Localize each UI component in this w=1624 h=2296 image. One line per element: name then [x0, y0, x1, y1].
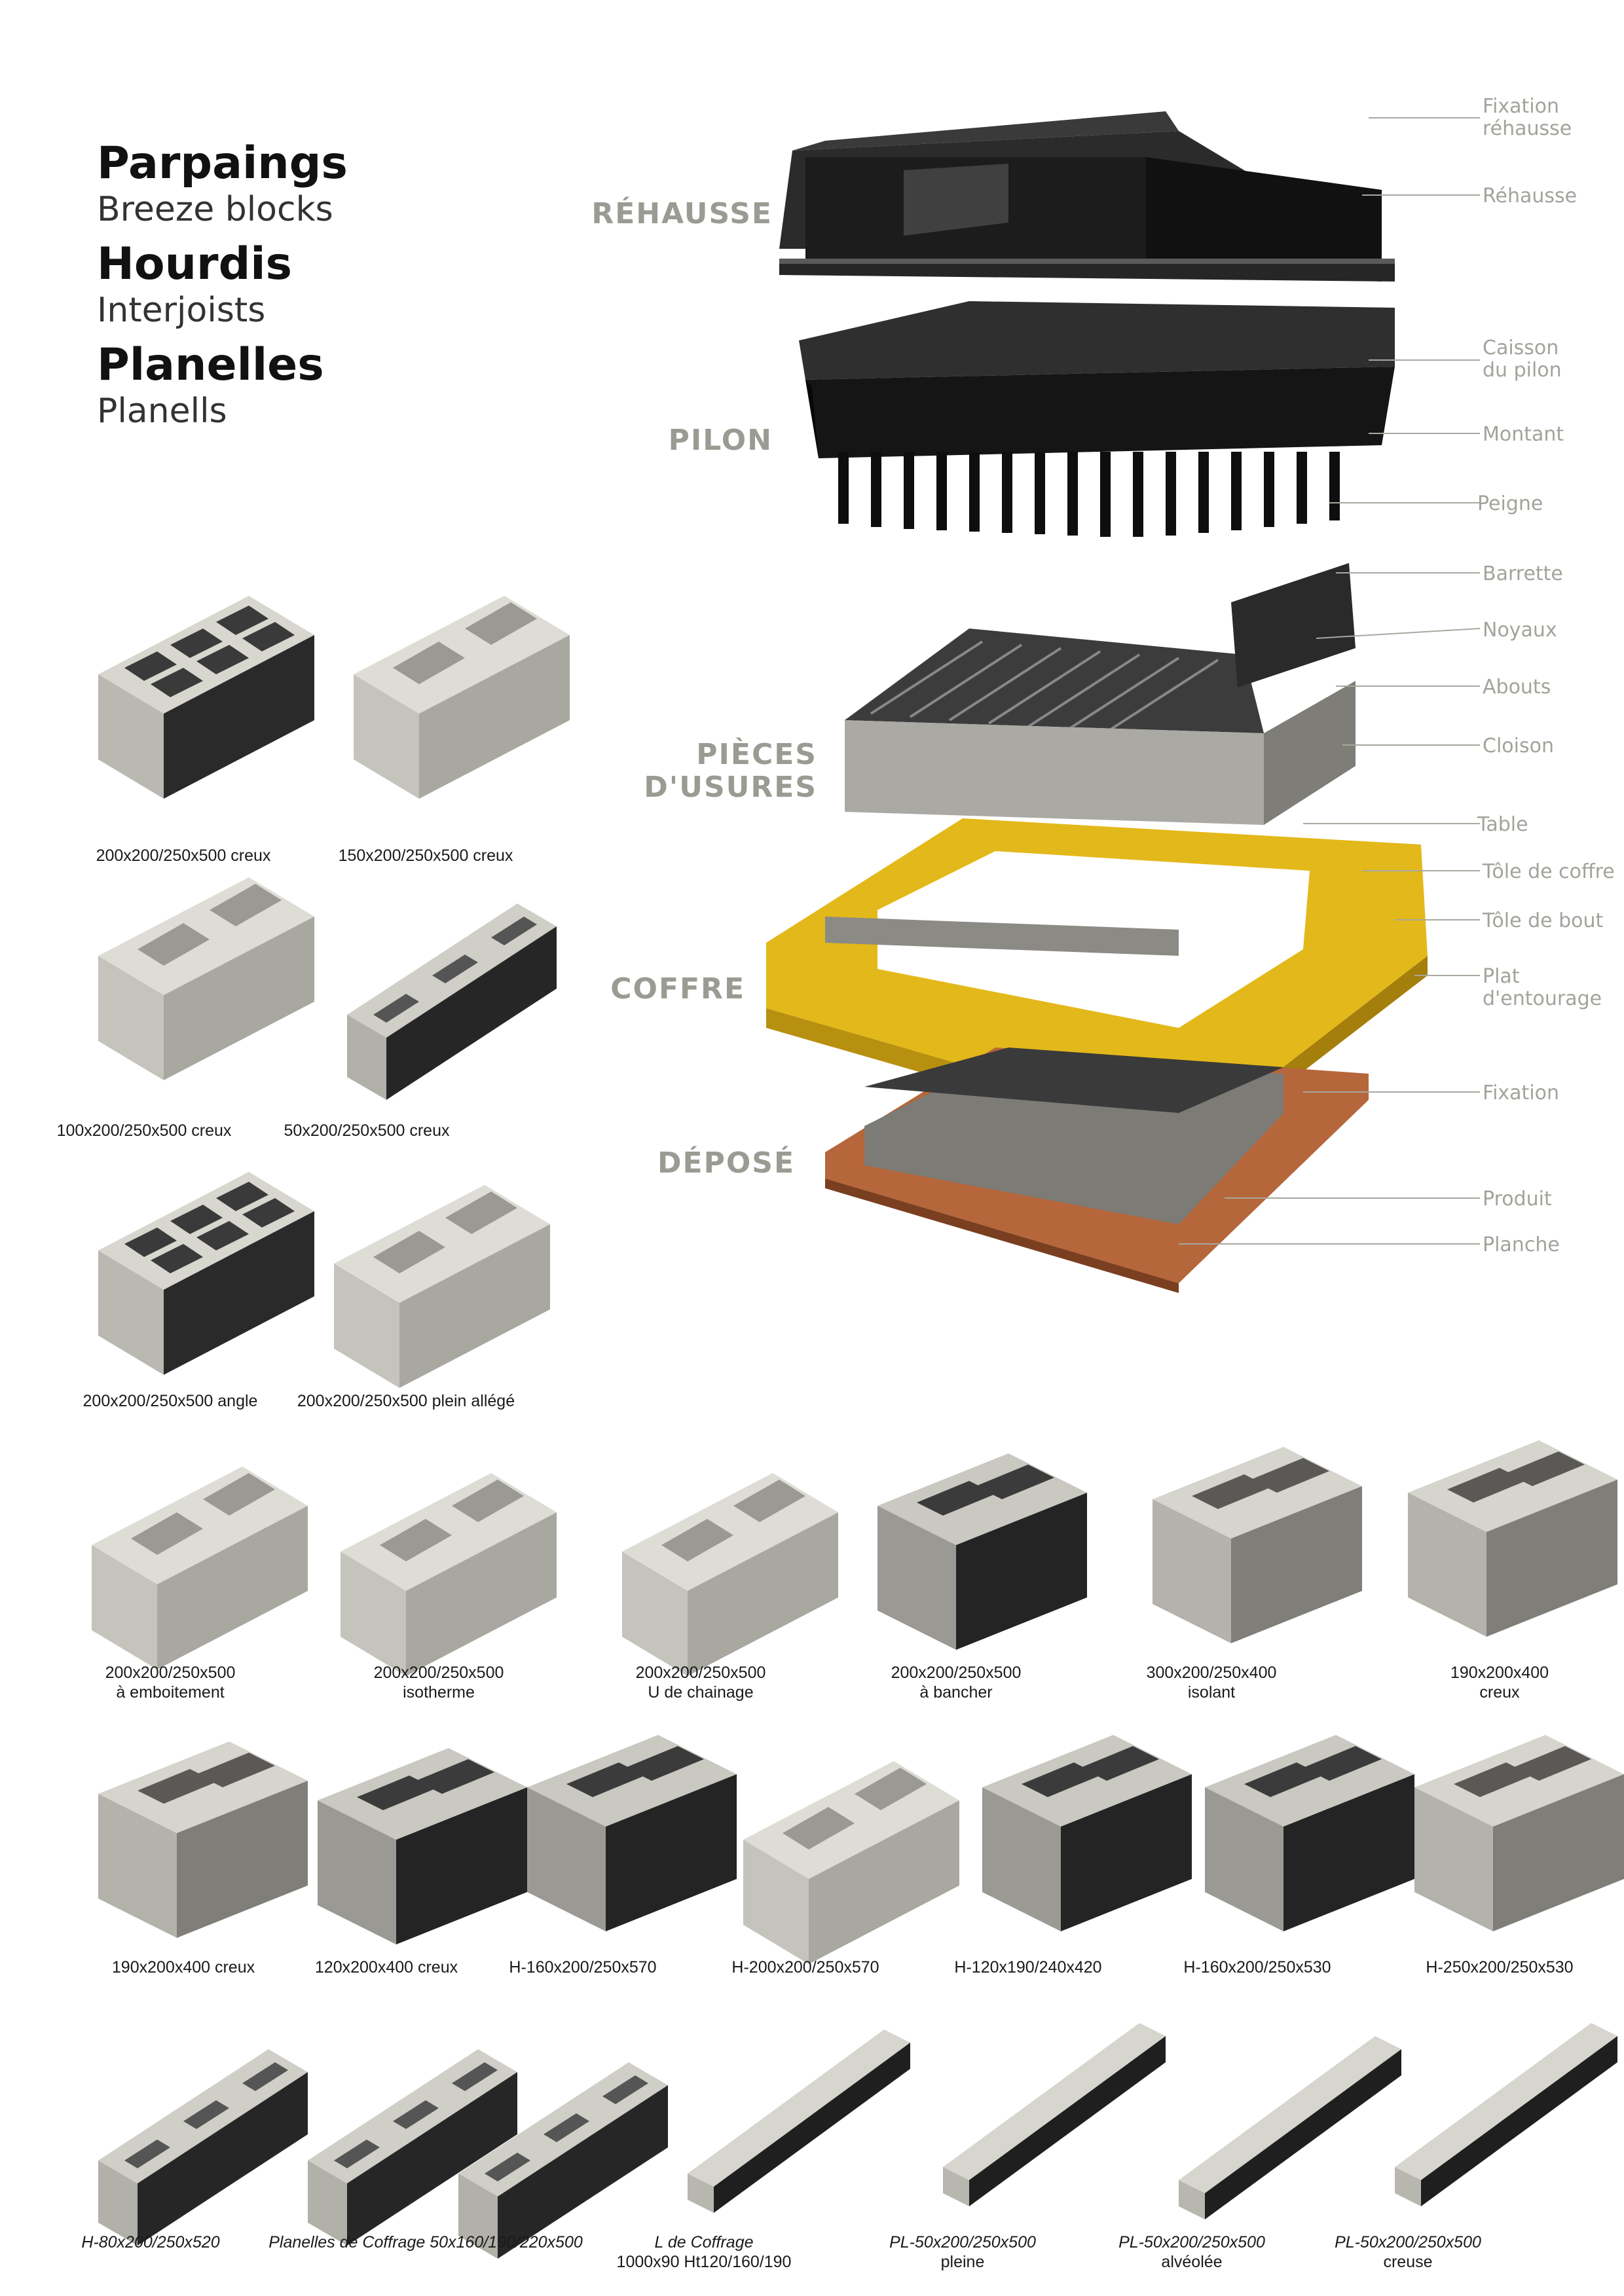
- caption-r3-3-l1: PL-50x200/250x500: [889, 2233, 1036, 2251]
- callout-tole-bout: Tôle de bout: [1483, 909, 1604, 932]
- caption-r2-4: H-120x190/240x420: [954, 1958, 1102, 1977]
- callout-table: Table: [1477, 813, 1528, 836]
- block-50-creux: [347, 903, 557, 1100]
- depose-part: [825, 1048, 1369, 1293]
- title-hourdis: Hourdis: [97, 238, 293, 290]
- caption-r1-5-l2: creux: [1479, 1683, 1520, 1702]
- caption-r1-1-l1: 200x200/250x500: [373, 1664, 504, 1682]
- caption-r1-3-l1: 200x200/250x500: [891, 1664, 1022, 1682]
- block-200-plein-allege: [334, 1185, 550, 1388]
- caption-r3-5-l2: creuse: [1383, 2253, 1433, 2271]
- section-depose: DÉPOSÉ: [657, 1146, 795, 1180]
- block-120-creux: [318, 1748, 527, 1944]
- callout-caisson-2: du pilon: [1483, 359, 1562, 382]
- block-h200-570: [743, 1761, 959, 1964]
- block-190-creux-r1: [1408, 1440, 1617, 1637]
- section-coffre: COFFRE: [610, 972, 745, 1006]
- caption-r2-1: 120x200x400 creux: [314, 1958, 458, 1977]
- caption-r3-1: Planelles de Coffrage 50x160/190/220x500: [268, 2233, 583, 2251]
- callout-caisson-1: Caisson: [1483, 337, 1559, 359]
- wear-parts: [845, 563, 1356, 825]
- caption-r3-3-l2: pleine: [940, 2253, 985, 2271]
- block-h80-520: [98, 2049, 308, 2246]
- subtitle-interjoists: Interjoists: [97, 291, 266, 330]
- caption-r3-4-l2: alvéolée: [1161, 2253, 1223, 2271]
- subtitle-planells: Planells: [97, 392, 227, 431]
- caption-r3-4-l1: PL-50x200/250x500: [1118, 2233, 1265, 2251]
- caption-r2-6: H-250x200/250x530: [1426, 1958, 1574, 1977]
- caption-50-creux: 50x200/250x500 creux: [284, 1121, 450, 1140]
- caption-200-angle: 200x200/250x500 angle: [83, 1392, 258, 1410]
- caption-r1-4-l1: 300x200/250x400: [1146, 1664, 1277, 1682]
- pilon-part: [799, 301, 1395, 537]
- block-isolant: [1153, 1447, 1362, 1643]
- caption-r2-2: H-160x200/250x570: [509, 1958, 657, 1977]
- block-200-creux: [98, 596, 314, 799]
- caption-100-creux: 100x200/250x500 creux: [56, 1121, 232, 1140]
- planelle-coffrage-2: [458, 2062, 668, 2259]
- block-190-creux: [98, 1741, 308, 1938]
- block-h160-530: [1205, 1735, 1414, 1931]
- callout-planche: Planche: [1483, 1233, 1560, 1256]
- section-pieces-line2: D'USURES: [644, 771, 817, 804]
- l-coffrage: [688, 2030, 910, 2213]
- callout-rehausse: Réhausse: [1483, 185, 1578, 208]
- callout-produit: Produit: [1483, 1188, 1552, 1211]
- caption-r1-4-l2: isolant: [1187, 1683, 1236, 1702]
- callout-cloison: Cloison: [1483, 735, 1554, 757]
- caption-r1-1-l2: isotherme: [403, 1683, 475, 1702]
- block-emboitement: [92, 1467, 308, 1669]
- caption-r3-5-l1: PL-50x200/250x500: [1335, 2233, 1481, 2251]
- caption-200-plein-allege: 200x200/250x500 plein allégé: [297, 1392, 515, 1410]
- caption-r3-2-l1: L de Coffrage: [654, 2233, 754, 2251]
- block-u-chainage: [622, 1473, 838, 1676]
- block-h160-570: [527, 1735, 737, 1931]
- planelle-pleine: [943, 2023, 1166, 2206]
- block-100-creux: [98, 877, 314, 1080]
- block-bancher: [877, 1453, 1087, 1650]
- callout-fixation-rehausse-2: réhausse: [1483, 117, 1572, 140]
- caption-r1-0-l2: à emboitement: [116, 1683, 225, 1702]
- callout-fixation: Fixation: [1483, 1082, 1560, 1104]
- rehausse-part: [779, 111, 1395, 282]
- callout-montant: Montant: [1483, 423, 1564, 446]
- title-parpaings: Parpaings: [97, 137, 348, 189]
- caption-r1-3-l2: à bancher: [919, 1683, 993, 1702]
- planelle-alveolee: [1179, 2036, 1401, 2219]
- caption-r3-2-l2: 1000x90 Ht120/160/190: [616, 2253, 792, 2271]
- caption-r1-5-l1: 190x200x400: [1450, 1664, 1549, 1682]
- caption-r1-2-l2: U de chainage: [648, 1683, 754, 1702]
- callout-fixation-rehausse-1: Fixation: [1483, 95, 1560, 118]
- callout-noyaux: Noyaux: [1483, 619, 1557, 642]
- section-rehausse: RÉHAUSSE: [591, 197, 773, 230]
- title-planelles: Planelles: [97, 339, 324, 391]
- callout-abouts: Abouts: [1483, 676, 1551, 699]
- caption-r3-0: H-80x200/250x520: [81, 2233, 220, 2251]
- callout-barrette: Barrette: [1483, 562, 1563, 585]
- block-h250-530: [1414, 1735, 1624, 1931]
- callout-tole-coffre: Tôle de coffre: [1483, 860, 1615, 883]
- caption-r1-2-l1: 200x200/250x500: [635, 1664, 766, 1682]
- section-pilon: PILON: [668, 424, 773, 457]
- caption-200-creux: 200x200/250x500 creux: [96, 847, 271, 865]
- callout-plat-1: Plat: [1483, 965, 1520, 988]
- caption-r1-0-l1: 200x200/250x500: [105, 1664, 236, 1682]
- planelle-creuse: [1395, 2023, 1617, 2206]
- caption-r2-0: 190x200x400 creux: [111, 1958, 255, 1977]
- callout-plat-2: d'entourage: [1483, 987, 1602, 1010]
- block-150-creux: [354, 596, 570, 799]
- callout-peigne: Peigne: [1477, 492, 1543, 515]
- block-isotherme: [341, 1473, 557, 1676]
- subtitle-breeze-blocks: Breeze blocks: [97, 190, 333, 229]
- block-h120-420: [982, 1735, 1192, 1931]
- caption-r2-5: H-160x200/250x530: [1183, 1958, 1331, 1977]
- caption-150-creux: 150x200/250x500 creux: [338, 847, 513, 865]
- section-pieces-line1: PIÈCES: [696, 738, 817, 771]
- block-200-angle: [98, 1172, 314, 1375]
- caption-r2-3: H-200x200/250x570: [731, 1958, 879, 1977]
